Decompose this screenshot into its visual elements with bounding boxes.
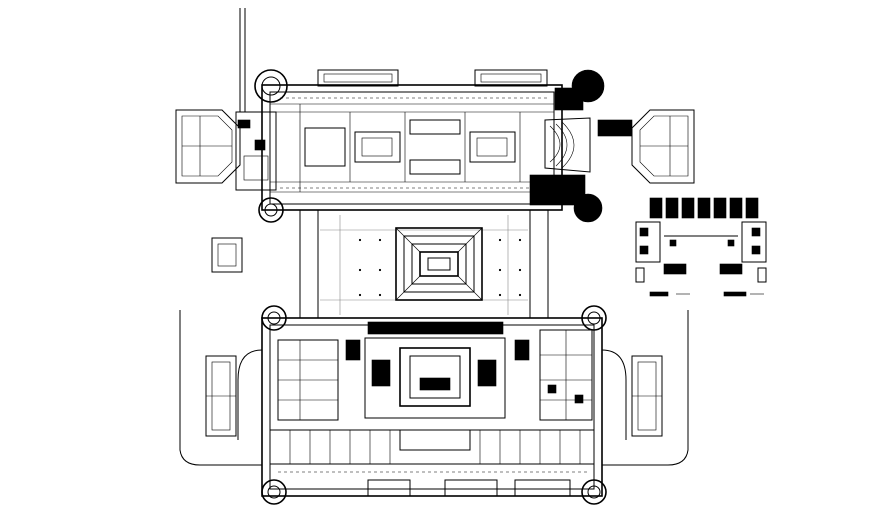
south-building-block xyxy=(261,305,607,505)
central-courtyard xyxy=(211,210,549,318)
south-east-wing xyxy=(601,310,689,466)
south-west-wing xyxy=(179,310,263,466)
north-building-block xyxy=(235,8,633,223)
north-west-wing xyxy=(175,109,241,184)
north-east-wing xyxy=(631,109,695,184)
detail-plan-group xyxy=(635,197,767,297)
